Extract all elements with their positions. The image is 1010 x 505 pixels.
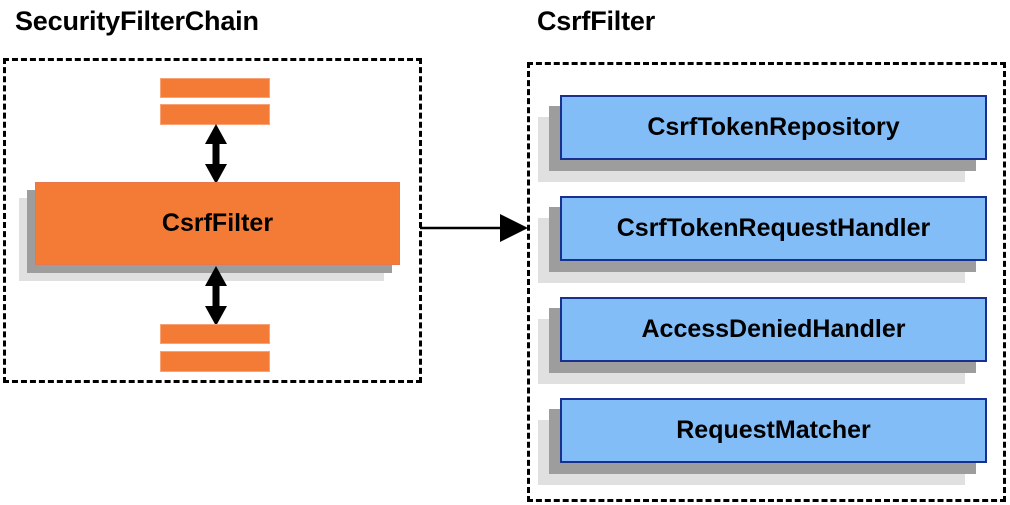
arrow-up-down-bottom — [205, 266, 227, 326]
filter-bar-bottom-1 — [160, 324, 270, 344]
filter-bar-top-2 — [160, 104, 270, 125]
component-request-matcher[interactable]: RequestMatcher — [560, 398, 987, 463]
arrow-up-down-top — [205, 124, 227, 184]
panel-csrf-filter — [527, 62, 1006, 502]
filter-bar-top-1 — [160, 78, 270, 98]
page-title-csrf-filter: CsrfFilter — [537, 6, 656, 36]
page-title-security-filter-chain: SecurityFilterChain — [15, 6, 259, 36]
component-csrf-token-repository-label: CsrfTokenRepository — [647, 113, 900, 141]
component-access-denied-handler[interactable]: AccessDeniedHandler — [560, 297, 987, 362]
csrf-filter-block-label: CsrfFilter — [161, 209, 274, 237]
component-csrf-token-request-handler-label: CsrfTokenRequestHandler — [616, 214, 931, 242]
component-csrf-token-repository[interactable]: CsrfTokenRepository — [560, 95, 987, 160]
arrow-csrf-filter-expands-to — [420, 214, 528, 242]
filter-bar-bottom-2 — [160, 351, 270, 372]
component-request-matcher-label: RequestMatcher — [676, 416, 871, 444]
panel-security-filter-chain — [3, 58, 422, 383]
component-csrf-token-request-handler[interactable]: CsrfTokenRequestHandler — [560, 196, 987, 261]
component-access-denied-handler-label: AccessDeniedHandler — [641, 315, 906, 343]
csrf-filter-block: CsrfFilter — [35, 182, 400, 265]
